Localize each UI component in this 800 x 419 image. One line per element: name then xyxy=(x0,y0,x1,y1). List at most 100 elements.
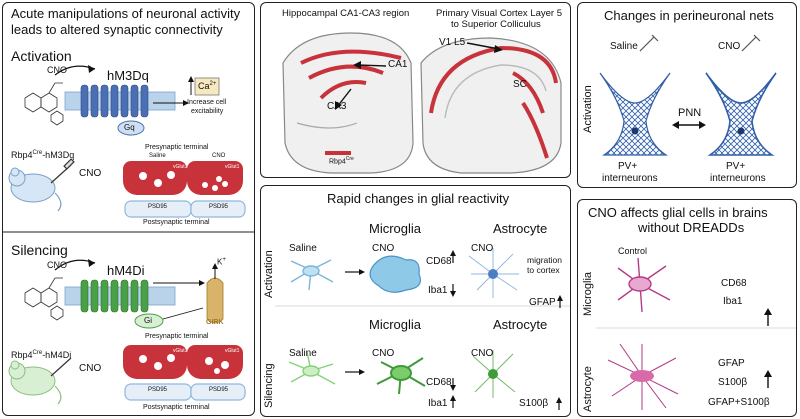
glia-iba1-label-2: Iba1 xyxy=(428,398,448,409)
microglia-saline-cell-2 xyxy=(288,351,336,385)
pnn-center-label: PNN xyxy=(678,107,702,119)
rbp4-hm4di-label: Rbp4Cre-hM4Di xyxy=(11,350,72,360)
vglut-label-4: vGlut1 xyxy=(225,348,240,354)
mouse-activation-icon xyxy=(8,167,62,212)
glia-cd68-label-2: CD68 xyxy=(426,377,452,388)
nodread-iba1-label: Iba1 xyxy=(723,296,743,307)
psd-label-4: PSD95 xyxy=(209,387,229,393)
synapse-activation-cno xyxy=(187,161,246,218)
glia-cno-label-4: CNO xyxy=(471,348,494,359)
ca3-label: CA3 xyxy=(327,101,347,112)
pnn-saline-label: Saline xyxy=(610,41,638,52)
girk-channel-icon xyxy=(206,263,224,324)
gq-label: Gq xyxy=(124,123,135,132)
activation-cno-label: CNO xyxy=(47,65,67,75)
nodread-diagram xyxy=(596,257,796,410)
region2-line1: Primary Visual Cortex Layer 5 xyxy=(436,8,563,19)
synapse-silencing-cno xyxy=(187,345,246,401)
activation-heading: Activation xyxy=(11,48,72,64)
migration-line2: to cortex xyxy=(527,265,560,275)
vglut-label-1: vGlut1 xyxy=(173,164,188,170)
girk-label: GIRK xyxy=(206,319,224,326)
glia-panel: Rapid changes in glial reactivity Activa… xyxy=(260,185,571,417)
nodread-title-line1: CNO affects glial cells in brains xyxy=(588,205,768,220)
postsynaptic-label-2: Postsynaptic terminal xyxy=(143,404,210,411)
glia-cd68-label-1: CD68 xyxy=(426,256,452,267)
mouse-cno-label-1: CNO xyxy=(79,168,102,179)
astrocyte-activation-cell xyxy=(468,248,519,298)
cno-molecule-icon-2 xyxy=(24,277,64,321)
migration-line1: migration xyxy=(527,255,562,265)
glia-microglia-label-2: Microglia xyxy=(369,317,422,332)
sc-label: SC xyxy=(513,79,527,90)
glia-saline-label-1: Saline xyxy=(289,243,317,254)
pnn-diagram xyxy=(599,34,777,156)
hm3dq-receptor-shape xyxy=(80,84,149,118)
v1l5-label: V1 L5 xyxy=(439,37,466,48)
glia-gfap-label: GFAP xyxy=(529,297,556,308)
pnn-title: Changes in perineuronal nets xyxy=(604,8,774,23)
control-microglia-cell xyxy=(617,257,671,313)
cno-small-label: CNO xyxy=(212,153,226,159)
syringe-icon-2 xyxy=(50,357,72,377)
region2-line2: to Superior Colliculus xyxy=(451,19,541,30)
nodread-gfap-label: GFAP xyxy=(718,358,745,369)
glia-title: Rapid changes in glial reactivity xyxy=(327,191,510,206)
glia-saline-label-2: Saline xyxy=(289,348,317,359)
microglia-activated-cell xyxy=(369,255,422,293)
hm4di-receptor-shape xyxy=(80,279,149,313)
microglia-silencing-cell xyxy=(376,357,426,395)
nodread-gfap-s100b-label: GFAP+S100β xyxy=(708,397,770,408)
pnn-syringe-icon-2 xyxy=(741,34,761,52)
nodread-control-label: Control xyxy=(618,246,648,256)
nodread-title-line2: without DREADDs xyxy=(638,220,745,235)
glia-cno-label-1: CNO xyxy=(372,243,395,254)
pv-cell2-line1: PV+ xyxy=(726,161,746,172)
mouse-cno-label-2: CNO xyxy=(79,363,102,374)
glia-astrocyte-label-1: Astrocyte xyxy=(493,221,548,236)
k-label: K+ xyxy=(217,257,226,267)
nodread-cd68-label: CD68 xyxy=(721,278,747,289)
region1-label: Hippocampal CA1-CA3 region xyxy=(282,8,410,19)
astrocyte-silencing-cell xyxy=(472,350,516,398)
glia-iba1-label-1: Iba1 xyxy=(428,285,448,296)
glia-astrocyte-label-2: Astrocyte xyxy=(493,317,548,332)
hm3dq-label: hM3Dq xyxy=(107,68,149,83)
nodread-panel: CNO affects glial cells in brains withou… xyxy=(577,199,797,417)
synapse-silencing-saline xyxy=(123,345,192,401)
glia-activation-side-label: Activation xyxy=(263,250,275,298)
hm4di-label: hM4Di xyxy=(107,263,145,278)
psd-label-3: PSD95 xyxy=(148,387,168,393)
rbp4-hm3dq-label: Rbp4Cre-hM3Dq xyxy=(11,150,75,160)
glia-cno-label-2: CNO xyxy=(471,243,494,254)
glia-silencing-side-label: Silencing xyxy=(263,363,275,408)
nodread-s100b-label: S100β xyxy=(718,377,748,388)
ca1-label: CA1 xyxy=(388,59,408,70)
left-title-line1: Acute manipulations of neuronal activity xyxy=(11,6,241,21)
postsynaptic-label-1: Postsynaptic terminal xyxy=(143,219,210,226)
rbp4-legend-label: Rbp4Cre xyxy=(329,156,354,166)
pnn-cno-label: CNO xyxy=(718,41,741,52)
brain-panel: Hippocampal CA1-CA3 region Primary Visua… xyxy=(260,2,571,178)
nodread-microglia-side-label: Microglia xyxy=(582,271,594,316)
left-panel: Acute manipulations of neuronal activity… xyxy=(2,2,255,416)
psd-label-2: PSD95 xyxy=(209,204,229,210)
cno-molecule-icon xyxy=(24,82,64,126)
pv-cell2-line2: interneurons xyxy=(710,173,766,184)
vglut-label-3: vGlut1 xyxy=(173,348,188,354)
gi-label: Gi xyxy=(144,316,152,325)
synapse-activation-saline xyxy=(123,161,192,218)
vglut-label-2: vGlut1 xyxy=(225,164,240,170)
pnn-panel: Changes in perineuronal nets Activation … xyxy=(577,2,797,188)
presynaptic-label-2: Presynaptic terminal xyxy=(145,333,209,340)
brain-sections-diagram xyxy=(282,32,562,174)
glia-microglia-label-1: Microglia xyxy=(369,221,422,236)
silencing-heading: Silencing xyxy=(11,242,68,258)
glia-cno-label-3: CNO xyxy=(372,348,395,359)
pv-cell1-line2: interneurons xyxy=(602,173,658,184)
syringe-icon-1 xyxy=(50,158,75,184)
microglia-saline-cell xyxy=(290,259,334,291)
excitability-line1: Increase cell xyxy=(187,99,227,106)
control-astrocyte-cell xyxy=(607,343,679,410)
left-title-line2: leads to altered synaptic connectivity xyxy=(11,22,223,37)
